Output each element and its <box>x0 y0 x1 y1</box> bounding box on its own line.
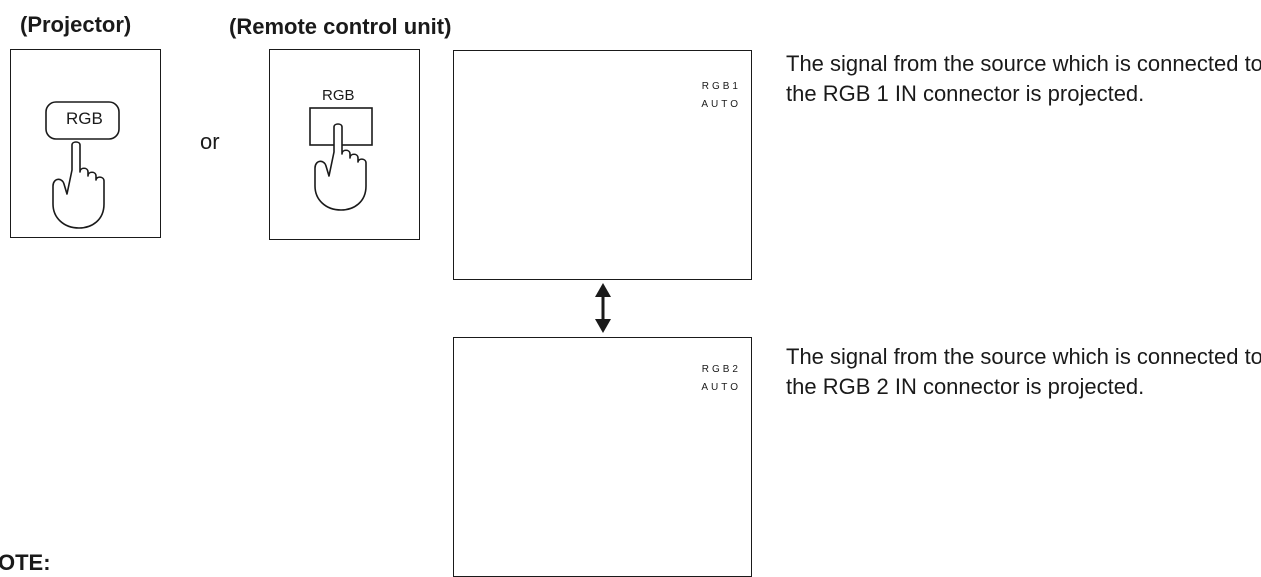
osd-mode-label: AUTO <box>701 382 741 393</box>
screen-rgb2-description: The signal from the source which is conn… <box>786 344 1261 399</box>
projector-button-label: RGB <box>66 109 103 128</box>
osd-source-label: RGB2 <box>701 364 741 375</box>
projector-heading: (Projector) <box>20 12 132 37</box>
projector-button-outline[interactable] <box>11 50 162 239</box>
or-label: or <box>200 129 220 154</box>
hand-pressing-button-icon <box>314 123 367 211</box>
osd-source-label: RGB1 <box>701 81 741 92</box>
screen-rgb2: RGB2 AUTO <box>453 337 752 577</box>
screen-rgb1: RGB1 AUTO <box>453 50 752 280</box>
hand-pressing-button-icon <box>52 141 105 229</box>
projector-panel: RGB <box>10 49 161 238</box>
remote-panel: RGB <box>269 49 420 240</box>
note-heading: OTE: <box>0 550 51 575</box>
remote-button-label: RGB <box>322 87 355 104</box>
screen-rgb1-description: The signal from the source which is conn… <box>786 51 1261 106</box>
double-arrow-icon <box>595 283 611 333</box>
remote-heading: (Remote control unit) <box>229 14 452 39</box>
osd-mode-label: AUTO <box>701 99 741 110</box>
